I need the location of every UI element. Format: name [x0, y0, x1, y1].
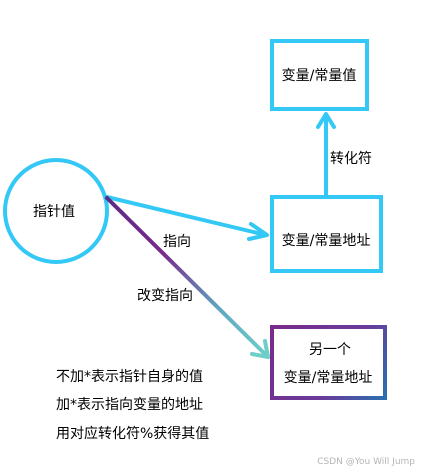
- other-address-box: [270, 325, 387, 400]
- other-address-label-line2: 变量/常量地址: [284, 370, 373, 386]
- arrow-deref-label: 转化符: [330, 151, 372, 167]
- arrow-deref-head: [316, 112, 336, 129]
- pointer-node: 指针值: [3, 158, 109, 264]
- arrow-points-to: 指向: [105, 195, 269, 250]
- value-box: [270, 39, 369, 111]
- arrow-change-line: [105, 196, 269, 358]
- arrow-points-to-line: [105, 195, 268, 237]
- arrow-points-to-label: 指向: [163, 234, 191, 250]
- note-line-1: 不加*表示指针自身的值: [56, 369, 203, 385]
- pointer-circle: [3, 158, 109, 264]
- note-line-2: 加*表示指向变量的地址: [56, 397, 203, 413]
- arrow-deref: 转化符: [316, 112, 372, 197]
- address-label: 变量/常量地址: [282, 233, 371, 249]
- other-address-label-line1: 另一个: [309, 342, 351, 358]
- arrow-points-to-head: [247, 222, 269, 241]
- arrow-change: 改变指向: [105, 196, 270, 359]
- address-box: [270, 195, 383, 273]
- value-node: 变量/常量值: [270, 39, 369, 111]
- watermark: CSDN @You Will Jump: [317, 457, 415, 467]
- other-address-node: 另一个 变量/常量地址: [270, 325, 387, 400]
- note-line-3: 用对应转化符%获得其值: [56, 426, 210, 442]
- arrow-change-head: [250, 339, 270, 359]
- arrow-change-label: 改变指向: [137, 288, 193, 304]
- value-label: 变量/常量值: [282, 68, 357, 84]
- pointer-label: 指针值: [33, 204, 75, 220]
- address-node: 变量/常量地址: [270, 195, 383, 273]
